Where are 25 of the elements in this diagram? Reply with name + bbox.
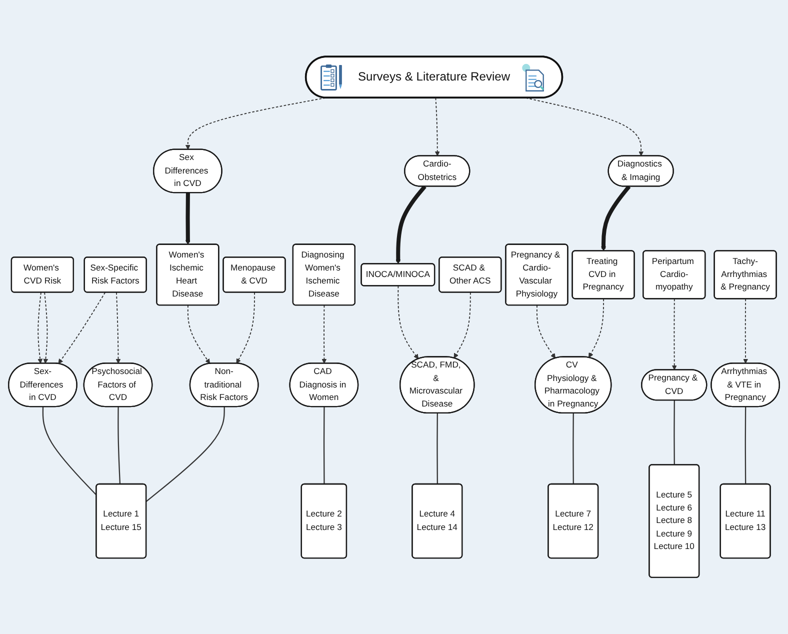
connector [42, 406, 97, 496]
connector [146, 406, 225, 502]
connector [118, 406, 121, 484]
arrow [58, 292, 106, 364]
connector [436, 413, 438, 484]
arrow [588, 298, 604, 358]
arrow [743, 298, 748, 364]
arrow [601, 185, 631, 252]
arrow [322, 304, 327, 364]
arrow [396, 185, 426, 264]
arrow [398, 286, 419, 360]
connector [674, 400, 675, 465]
connector [744, 406, 746, 484]
arrow [43, 292, 48, 364]
arrow [454, 292, 471, 358]
arrow [434, 97, 440, 156]
arrow [536, 304, 556, 358]
arrow [672, 298, 677, 370]
arrow [187, 304, 210, 364]
arrow [38, 292, 43, 364]
arrow [236, 292, 255, 364]
connector [323, 406, 325, 484]
connector [572, 413, 574, 484]
arrow [185, 192, 190, 245]
arrow [116, 292, 121, 364]
